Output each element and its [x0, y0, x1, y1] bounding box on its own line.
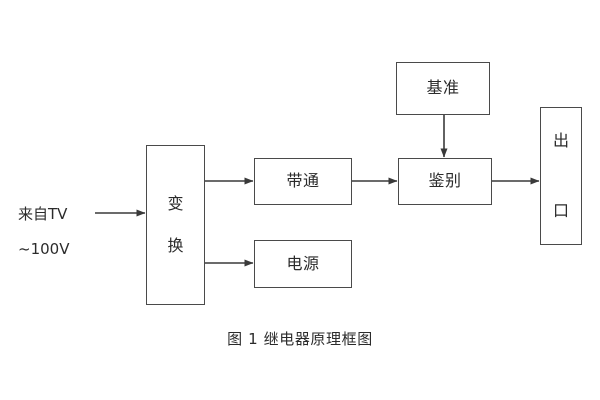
block-power-supply[interactable]: 电源: [254, 240, 352, 288]
block-power-supply-label: 电源: [286, 253, 320, 273]
source-label-line1: 来自TV: [18, 205, 68, 223]
block-reference-label: 基准: [426, 78, 460, 98]
figure-caption: 图 1 继电器原理框图: [227, 330, 373, 348]
block-output-label: 出 口: [552, 130, 569, 220]
block-reference[interactable]: 基准: [396, 62, 490, 115]
block-transform-label: 变 换: [167, 194, 184, 255]
block-transform[interactable]: 变 换: [146, 145, 205, 305]
block-bandpass[interactable]: 带通: [254, 158, 352, 205]
block-discriminate[interactable]: 鉴别: [398, 158, 492, 205]
block-output[interactable]: 出 口: [540, 107, 582, 245]
source-label-line2: ~100V: [18, 240, 70, 258]
block-bandpass-label: 带通: [286, 171, 320, 191]
block-discriminate-label: 鉴别: [428, 171, 462, 191]
